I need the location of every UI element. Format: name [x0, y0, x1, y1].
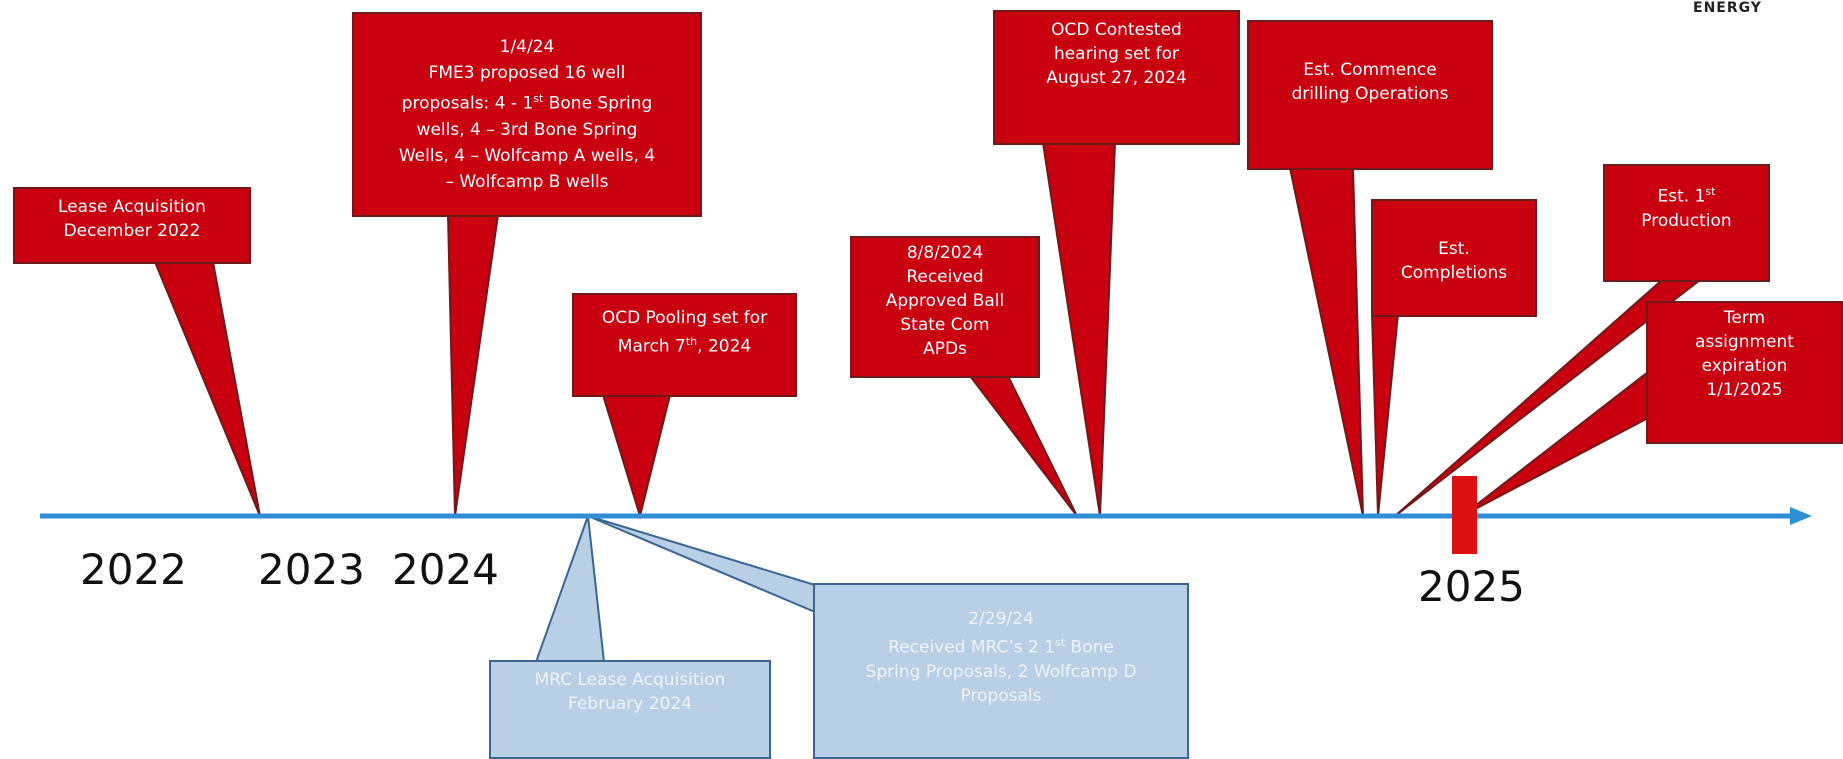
first-production-line: Production: [1641, 210, 1732, 231]
mrc-lease-acquisition-line: February 2024: [568, 694, 692, 714]
callout-completions: Est. Completions: [1371, 199, 1537, 317]
ocd-pooling-line: OCD Pooling set for: [601, 308, 768, 328]
term-assignment-expiration-line: 1/1/2025: [1706, 380, 1783, 400]
mrc-proposals-line: Proposals: [960, 685, 1042, 706]
fme3-proposals-line: wells, 4 – 3rd Bone Spring: [416, 119, 638, 140]
fme3-proposals-line: proposals: 4 - 1st Bone Spring: [401, 92, 653, 114]
pointer-completions: [1370, 313, 1400, 517]
pointer-commence-drilling: [1288, 167, 1364, 517]
mrc-proposals-line: Spring Proposals, 2 Wolfcamp D: [865, 661, 1137, 682]
year-label-2024: 2024: [392, 545, 499, 594]
approved-apds-line: Approved Ball: [885, 291, 1005, 311]
mrc-lease-acquisition-line: MRC Lease Acquisition: [534, 670, 726, 690]
fme3-proposals-line: – Wolfcamp B wells: [445, 171, 609, 192]
mrc-proposals-line: Received MRC’s 2 1st Bone: [888, 636, 1114, 658]
year-label-2025: 2025: [1418, 562, 1525, 611]
commence-drilling-line: drilling Operations: [1291, 84, 1449, 104]
pointer-lease-acquisition: [153, 261, 261, 517]
fme3-proposals-line: 1/4/24: [499, 37, 555, 57]
first-production-line: Est. 1st: [1657, 185, 1716, 207]
approved-apds-line: APDs: [923, 339, 967, 359]
ocd-contested-hearing-line: hearing set for: [1053, 44, 1180, 64]
lease-acquisition-line: Lease Acquisition: [58, 197, 206, 217]
pointer-mrc-proposals: [587, 515, 816, 614]
year-2025-marker: [1452, 476, 1477, 554]
term-assignment-expiration-line: Term: [1723, 308, 1766, 328]
term-assignment-expiration-line: assignment: [1695, 332, 1794, 352]
callout-term-assignment-expiration: Term assignment expiration 1/1/2025: [1646, 301, 1843, 444]
company-logo-text: ENERGY: [1693, 0, 1762, 16]
term-assignment-expiration-line: expiration: [1701, 356, 1788, 376]
lease-acquisition-line: December 2022: [63, 221, 201, 241]
approved-apds-line: Received: [906, 267, 984, 287]
approved-apds-line: 8/8/2024: [906, 243, 984, 263]
approved-apds-line: State Com: [900, 315, 990, 335]
ocd-contested-hearing-line: OCD Contested: [1051, 20, 1182, 40]
completions-line: Est.: [1438, 239, 1470, 259]
year-label-2022: 2022: [80, 545, 187, 594]
pointer-fme3-proposals: [446, 214, 500, 517]
pointer-ocd-pooling: [601, 394, 672, 520]
timeline-arrowhead: [1790, 507, 1812, 525]
pointer-mrc-lease-acquisition: [534, 515, 606, 663]
ocd-contested-hearing-line: August 27, 2024: [1046, 68, 1187, 88]
pointer-ocd-contested-hearing: [1041, 142, 1117, 517]
mrc-proposals-line: 2/29/24: [968, 609, 1034, 629]
pointer-term-assignment-expiration: [1461, 369, 1649, 517]
ocd-pooling-line: March 7th, 2024: [617, 335, 752, 357]
completions-line: Completions: [1400, 263, 1508, 283]
fme3-proposals-line: FME3 proposed 16 well: [428, 63, 626, 83]
commence-drilling-line: Est. Commence: [1303, 60, 1437, 80]
pointer-approved-apds: [967, 375, 1078, 517]
year-label-2023: 2023: [258, 545, 365, 594]
fme3-proposals-line: Wells, 4 – Wolfcamp A wells, 4: [398, 145, 656, 166]
callout-commence-drilling: Est. Commence drilling Operations: [1247, 20, 1493, 170]
